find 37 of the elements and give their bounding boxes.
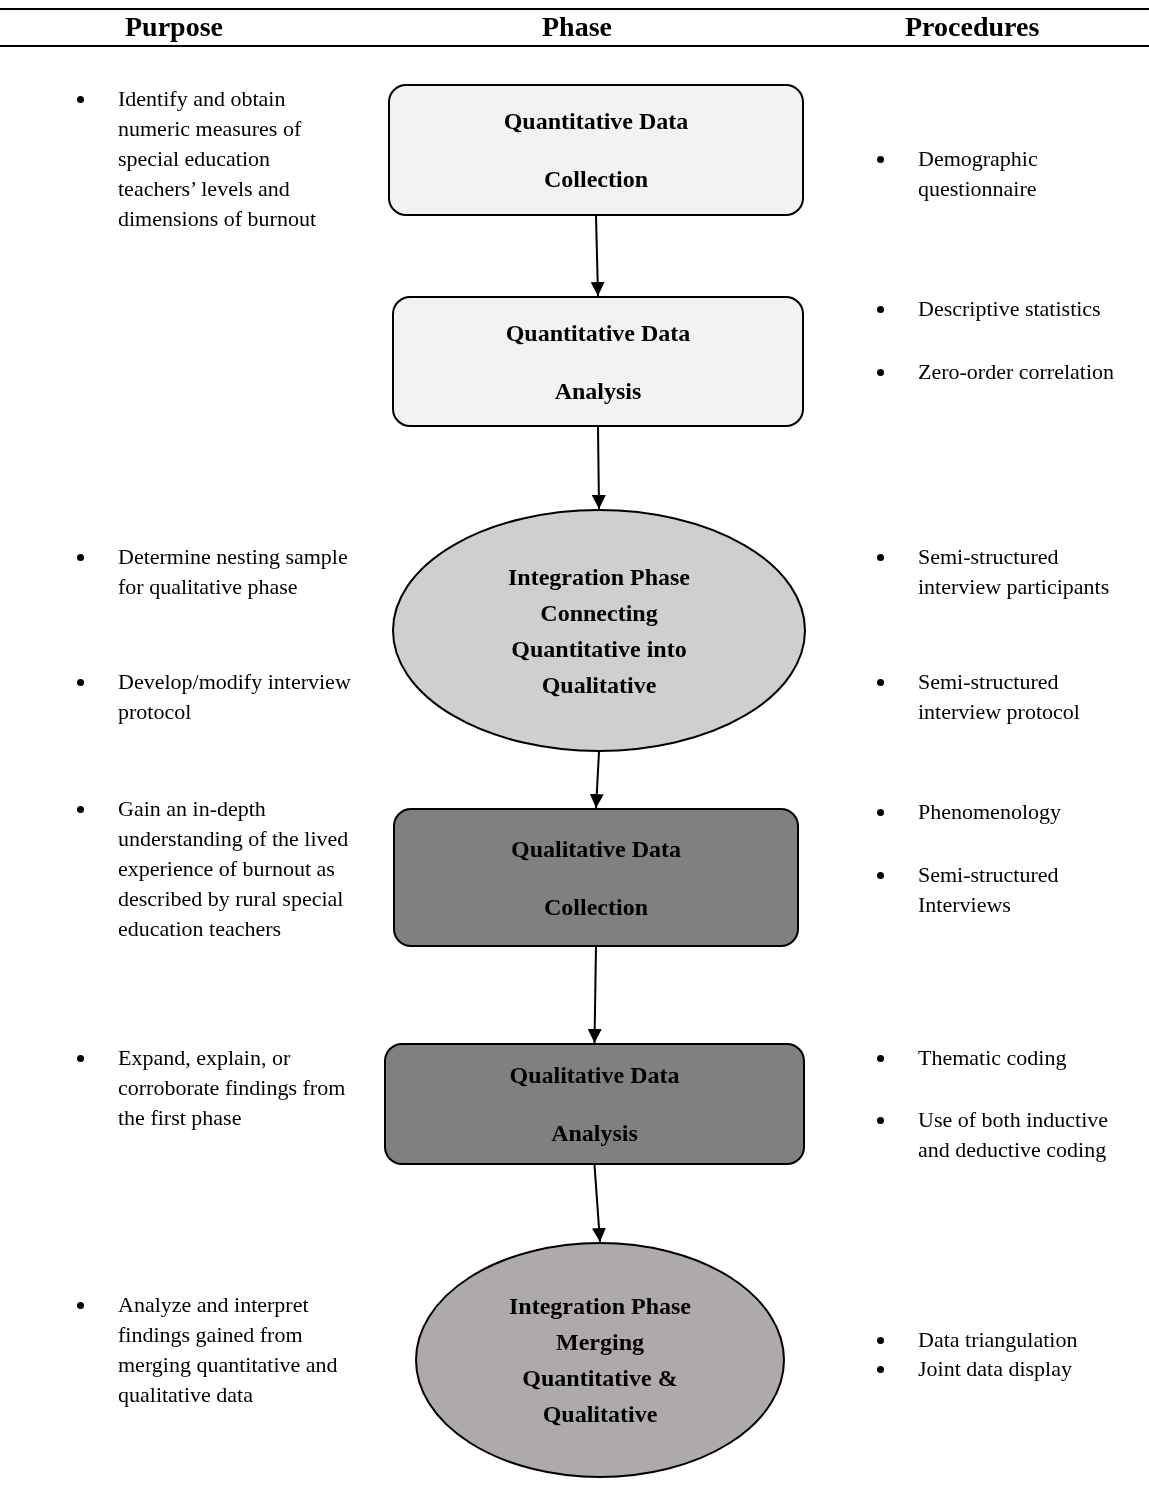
arrow [592, 1164, 606, 1243]
bullet-text: Identify and obtain numeric measures of special education teachers’ levels and dimensions of burnout [118, 85, 317, 233]
bullet-text: Descriptive statistics [918, 295, 1102, 323]
arrow [591, 426, 606, 510]
bullet-text: Semi-structured interview protocol [918, 668, 1081, 726]
process-box [388, 84, 804, 216]
bullet-text: Gain an in-depth understanding of the lived experience of burnout as described by rural special education teachers [118, 795, 350, 943]
bullet-text: Analyze and interpret findings gained from merging quantitative and qualitative data [118, 1291, 339, 1409]
column-header: Phase [542, 10, 612, 44]
bullet-text: Phenomenology [918, 798, 1062, 826]
process-box [393, 808, 799, 947]
ellipse-node [392, 509, 806, 752]
node-text: Integration Phase Merging Quantitative & Qualitative [508, 1292, 692, 1429]
ellipse-node [415, 1242, 785, 1478]
node-text: Integration Phase Connecting Quantitative into Qualitative [507, 562, 691, 700]
bullet-text: Demographic questionnaire [918, 145, 1039, 203]
bullet-text: Expand, explain, or corroborate findings from the first phase [118, 1044, 347, 1132]
node-text: Quantitative Data Collection [502, 107, 690, 194]
arrow [587, 946, 602, 1044]
bullet-text: Data triangulation [918, 1326, 1079, 1354]
arrow [589, 751, 604, 809]
bullet-text: Use of both inductive and deductive coding [918, 1106, 1110, 1164]
bullet-text: Determine nesting sample for qualitative phase [118, 543, 349, 601]
bullet-text: Thematic coding [918, 1044, 1068, 1072]
bullet-text: Develop/modify interview protocol [118, 668, 352, 726]
column-header: Purpose [125, 10, 223, 44]
node-text: Qualitative Data Analysis [508, 1061, 681, 1148]
process-box [384, 1043, 805, 1165]
bullet-text: Joint data display [918, 1355, 1073, 1383]
column-header: Procedures [905, 10, 1040, 44]
node-text: Quantitative Data Analysis [504, 318, 692, 406]
node-text: Qualitative Data Collection [510, 834, 682, 922]
arrow [590, 215, 605, 297]
bullet-text: Semi-structured interview participants [918, 543, 1111, 601]
bullet-text: Zero-order correlation [918, 358, 1116, 386]
process-box [392, 296, 804, 427]
bullet-text: Semi-structured Interviews [918, 861, 1060, 919]
